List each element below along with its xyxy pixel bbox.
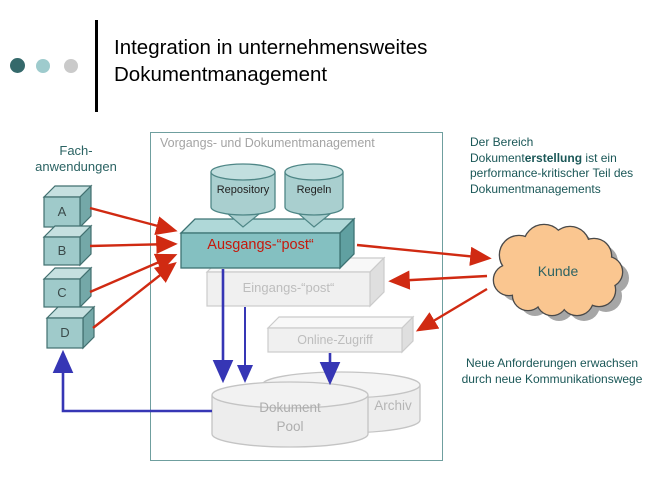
repository-label: Repository <box>216 184 270 196</box>
bullet-dot-dark-teal <box>10 58 25 73</box>
online-zugriff-box <box>266 315 415 354</box>
cube-d-label: D <box>60 325 70 340</box>
fachanwendungen-line2: anwendungen <box>35 159 117 174</box>
cube-a <box>42 184 93 229</box>
regeln-label: Regeln <box>296 184 332 196</box>
slide-title-line1: Integration in unternehmensweites <box>114 36 428 59</box>
red-arrow-ausgangspost-to-kunde <box>356 243 492 266</box>
red-arrow-c-to-ausgangspost <box>89 253 178 294</box>
note-text-pre: Der Bereich Dokument <box>470 135 534 165</box>
ausgangspost-box <box>179 217 356 270</box>
dokument-pool-cylinder <box>211 381 369 448</box>
repository-cylinder <box>210 163 276 228</box>
bullet-dot-gray <box>64 59 78 73</box>
note-text-post: ist ein performance-kritischer Teil des … <box>470 150 634 196</box>
ausgangspost-label: Ausgangs-“post“ <box>207 237 314 253</box>
vorgangs-container-title: Vorgangs- und Dokumentmanagement <box>160 136 375 150</box>
neue-anforderungen-note: Neue Anforderungen erwachsen durch neue … <box>461 356 643 386</box>
fachanwendungen-label: Fach- anwendungen <box>14 143 138 175</box>
red-arrow-a-to-ausgangspost <box>89 206 178 235</box>
archiv-label: Archiv <box>374 398 412 413</box>
dokument-pool-line2: Pool <box>276 419 304 434</box>
dokument-pool-line1: Dokument <box>259 400 321 415</box>
online-zugriff-label: Online-Zugriff <box>297 333 373 347</box>
note-text-bold: erstellung <box>524 150 583 165</box>
slide-title-line2: Dokumentmanagement <box>114 63 328 86</box>
kunde-label: Kunde <box>537 263 579 279</box>
red-arrow-kunde-to-eingangspost <box>388 270 488 290</box>
vorgangs-container <box>150 132 443 461</box>
cube-b <box>42 224 93 267</box>
cube-c-label: C <box>57 285 67 300</box>
red-arrow-kunde-to-online-zugriff <box>415 287 488 332</box>
blue-arrow-pool-to-cube-d <box>52 349 212 413</box>
dokument-pool-label: Dokument Pool <box>230 398 350 436</box>
bullet-dot-light-teal <box>36 59 50 73</box>
regeln-cylinder <box>284 163 344 228</box>
cube-d <box>45 305 96 350</box>
fachanwendungen-line1: Fach- <box>59 143 93 158</box>
cube-a-label: A <box>57 204 67 219</box>
title-divider-line <box>95 20 98 112</box>
red-arrow-d-to-ausgangspost <box>92 262 177 329</box>
dokumenterstellung-note: Der Bereich Dokumenterstellung ist ein p… <box>470 135 648 197</box>
slide-title: Integration in unternehmensweites Dokume… <box>114 34 427 88</box>
cube-c <box>42 266 93 309</box>
red-arrow-b-to-ausgangspost <box>89 234 178 255</box>
eingangspost-label: Eingangs-“post“ <box>242 280 335 295</box>
cube-b-label: B <box>57 243 67 258</box>
kunde-cloud <box>492 223 624 317</box>
